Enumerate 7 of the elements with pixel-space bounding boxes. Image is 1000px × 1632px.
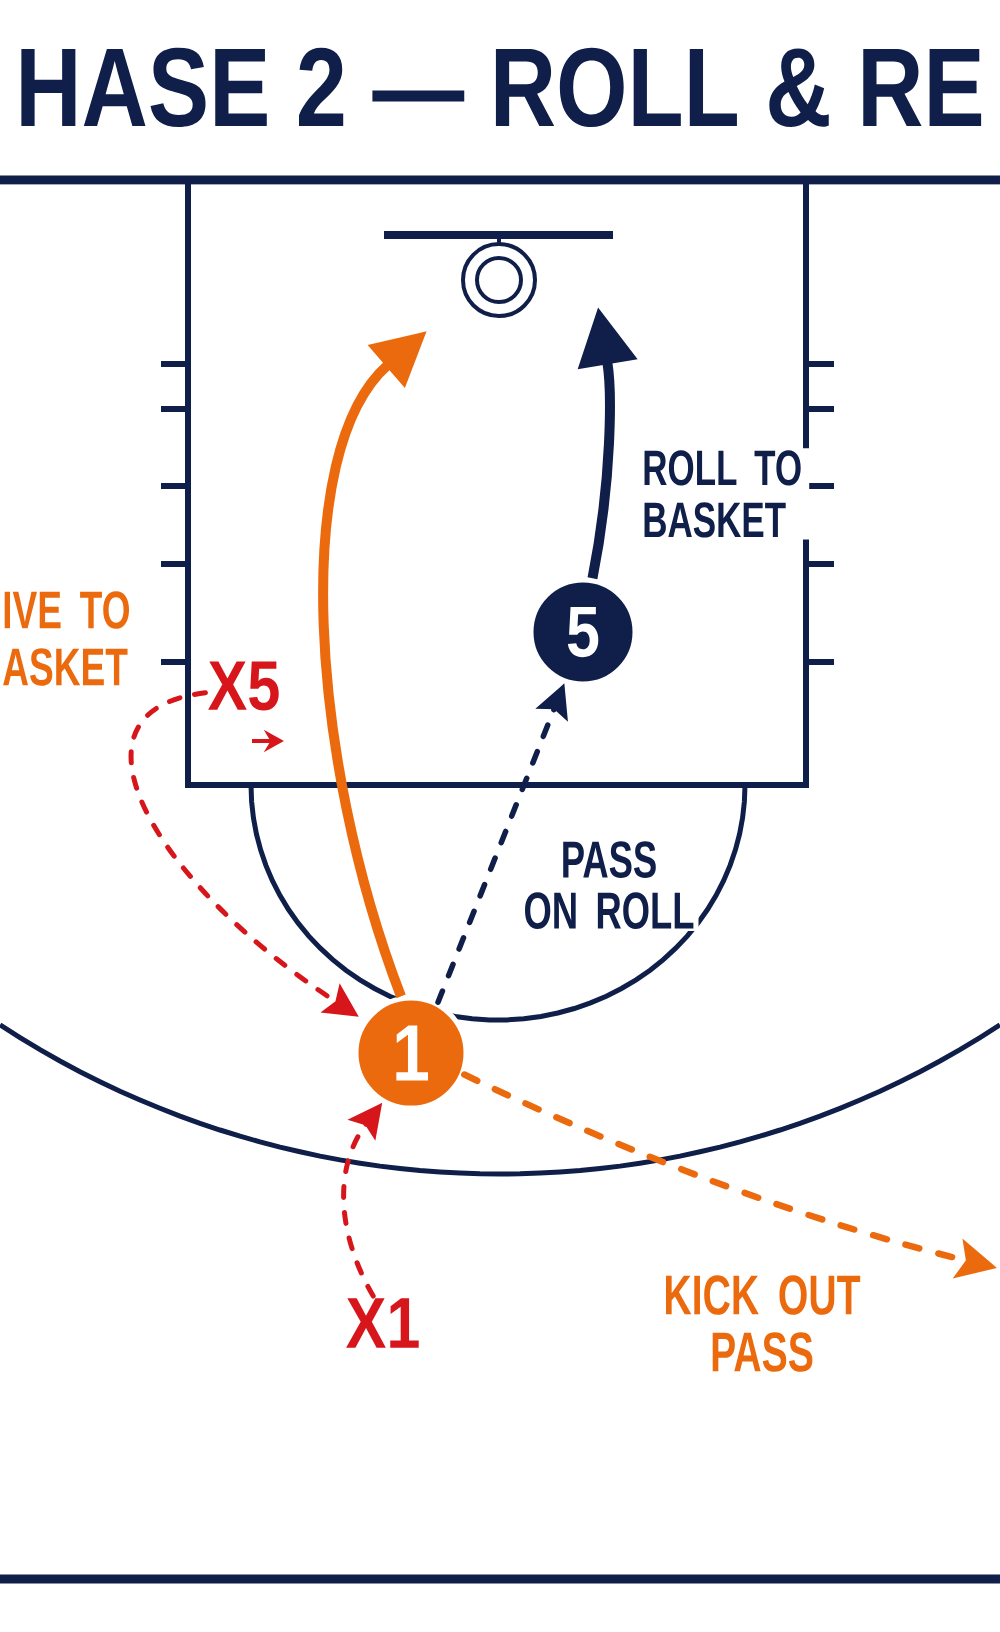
edge-label: KICK OUT PASS — [655, 1273, 869, 1374]
defender-label: X5 — [208, 661, 279, 711]
edge-label: ROLL TO BASKET — [640, 448, 810, 540]
text-label: IVE TO ASKET — [3, 591, 129, 686]
edge-label: PASS ON ROLL — [519, 839, 699, 932]
defender-label: X1 — [346, 1298, 419, 1348]
title: HASE 2 — ROLL & RE — [21, 47, 982, 128]
